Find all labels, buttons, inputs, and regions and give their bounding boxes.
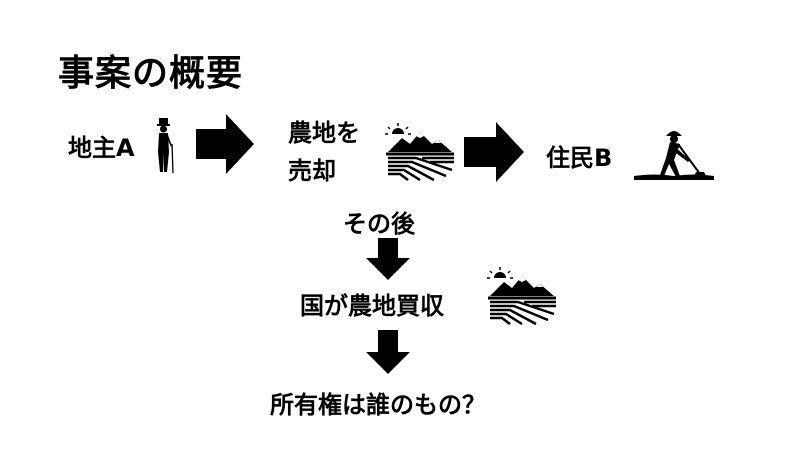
right-arrow-icon <box>464 122 524 182</box>
down-arrow-icon <box>366 330 410 374</box>
purchase-label: 国が農地買収 <box>300 292 444 320</box>
page-title: 事案の概要 <box>58 53 244 94</box>
right-arrow-icon <box>196 114 254 174</box>
farmland-mountains-sun-icon <box>385 123 454 182</box>
resident-label: 住民B <box>546 144 613 172</box>
gentleman-with-cane-icon <box>157 118 174 174</box>
after-label: その後 <box>343 210 415 238</box>
question-label: 所有権は誰のもの？ <box>270 391 486 419</box>
sale-label: 農地を 売却 <box>288 119 360 185</box>
down-arrow-icon <box>366 238 410 280</box>
farmer-with-hoe-icon <box>634 131 714 180</box>
farmland-mountains-sun-icon <box>487 267 556 326</box>
landowner-label: 地主A <box>68 134 135 162</box>
